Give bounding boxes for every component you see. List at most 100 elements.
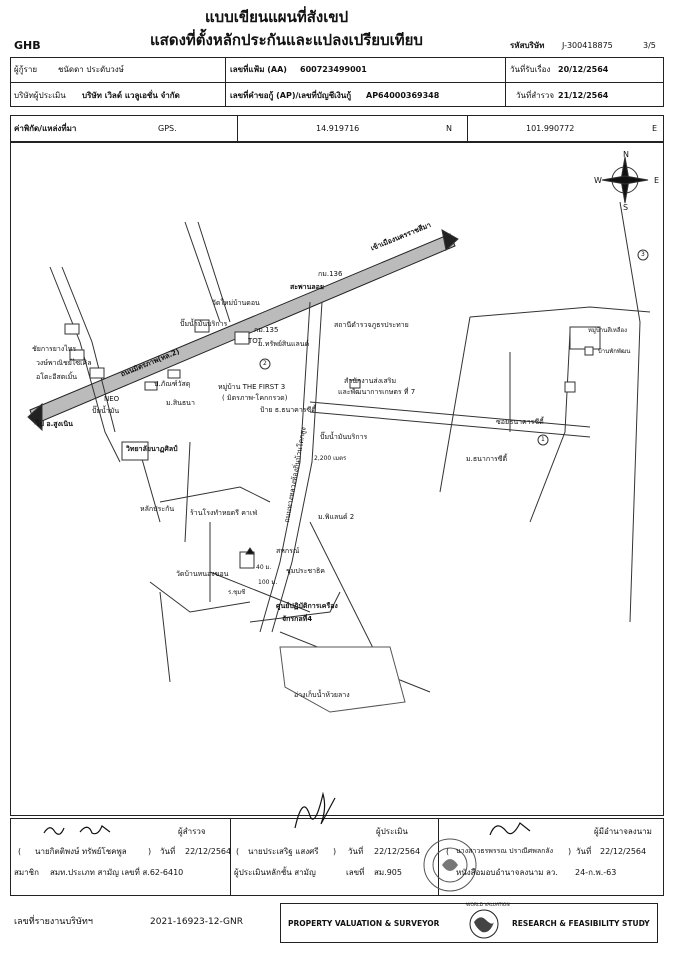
building [89, 367, 105, 379]
approver-paren-close: ) [568, 847, 572, 856]
appraiser-paren-open: ( [236, 847, 240, 856]
footer-right-text: RESEARCH & FEASIBILITY STUDY [512, 919, 650, 928]
approver-label: ผู้มีอำนาจลงนาม [594, 827, 652, 836]
company-code-value: J-300418875 [562, 41, 613, 50]
surveyor-date: 22/12/2564 [185, 847, 232, 856]
label-pkp: ป.ภัณฑ์วัสดุ [154, 380, 191, 388]
label-soi: ซอยธนาคารซีตี้ [496, 418, 544, 426]
company-value: บริษัท เวิลด์ แวลูเอชั่น จำกัด [82, 91, 180, 100]
label-coop: สหกรณ์ [276, 547, 300, 555]
surveyor-paren-open: ( [18, 847, 22, 856]
approver-date: 22/12/2564 [600, 847, 647, 856]
coords-box [10, 115, 664, 142]
label-gas1: ปั๊มน้ำมันบริการ [180, 320, 228, 328]
label-d40: 40 ม. [256, 564, 272, 571]
building [64, 323, 80, 335]
compass-n: N [623, 150, 629, 159]
building [349, 379, 361, 389]
approver-auth-date: 24-ก.พ.-63 [575, 868, 617, 877]
highway-arrow-left [27, 402, 43, 432]
file-value: 600723499001 [300, 65, 367, 74]
report-label: เลขที่รายงานบริษัทฯ [14, 917, 93, 927]
compass-w: W [594, 176, 602, 185]
building [144, 381, 158, 391]
logo-text: WORLD VALUATION [466, 903, 510, 908]
appraiser-date-label: วันที่ [348, 847, 364, 856]
title-line-2: แสดงที่ตั้งหลักประกันและแปลงเปรียบเทียบ [150, 31, 423, 49]
surveyor-paren-close: ) [148, 847, 152, 856]
road-number-1 [537, 434, 549, 446]
building [194, 319, 210, 333]
map-frame [10, 142, 664, 816]
longitude-value: 101.990772 [526, 124, 575, 133]
label-vill-first2: ( มิตรภาพ-โคกกรวด) [222, 394, 288, 402]
request-label: เลขที่คำขอกู้ (AP)/เลขที่บัญชีเงินกู้ [230, 91, 352, 100]
label-police: สถานีตำรวจภูธรประทาย [334, 321, 409, 329]
appraiser-no: สม.905 [374, 868, 402, 877]
label-m-suppan: ม.ทรัพย์สินแลนด์ [258, 340, 310, 348]
survey-value: 21/12/2564 [558, 91, 609, 100]
appraiser-member-label: ผู้ประเมินหลักชั้น สามัญ [234, 868, 316, 877]
owner-label: ผู้กู้ราย [14, 65, 38, 74]
signature-appraiser [294, 791, 336, 829]
label-bank-atm: ป้าย ธ.ธนาคารซีตี้ [260, 406, 316, 414]
label-tot: TOT [248, 337, 263, 345]
label-pump2: ปั๊มน้ำมัน [92, 407, 120, 415]
approver-date-label: วันที่ [576, 847, 592, 856]
label-office2: และพัฒนาการเกษตร ที่ 7 [338, 388, 416, 396]
received-label: วันที่รับเรื่อง [510, 65, 551, 74]
building [234, 331, 250, 345]
label-wat-nong: วัดบ้านหนองขอน [176, 570, 229, 578]
label-d100: 100 ม. [258, 579, 278, 586]
road-number-3 [637, 249, 649, 261]
label-auto: อโตะอีสตเมิ้น [36, 373, 78, 381]
surveyor-date-label: วันที่ [160, 847, 176, 856]
latitude-dir: N [446, 124, 452, 133]
label-gas3: ปั๊มน้ำมันบริการ [320, 433, 368, 441]
label-pracha: ชุ่มประชาธิค [286, 567, 325, 575]
company-stamp [423, 838, 477, 892]
building [167, 369, 181, 379]
approver-name: นางสาวธรพรรณ ปราณีศพลกลัง [456, 847, 554, 855]
collateral-marker [245, 547, 255, 555]
company-label: บริษัทผู้ประเมิน [14, 91, 66, 100]
title-line-1: แบบเขียนแผนที่สังเขป [205, 8, 349, 26]
signature-approver [489, 822, 531, 836]
label-bridge: สะพานลอย [290, 283, 324, 291]
label-vill-first: หมู่บ้าน THE FIRST 3 [218, 383, 286, 391]
coords-label: ค่าพิกัด/แหล่งที่มา [14, 124, 77, 133]
signature-surveyor [43, 825, 111, 835]
label-distance: 2,200 เมตร [314, 455, 347, 462]
appraiser-no-label: เลขที่ [346, 868, 365, 877]
label-right-vill: หมู่บ้านสีเหลือง [588, 327, 628, 334]
label-center2: จักรกลที่4 [282, 615, 313, 623]
highway-arrow-right [441, 229, 459, 251]
page-number: 3/5 [643, 41, 656, 50]
surveyor-name: นายกิตติพงษ์ ทรัพย์โชคพูล [35, 847, 127, 856]
surveyor-label: ผู้สำรวจ [178, 827, 206, 836]
label-wong: วงษ์พาณิชย์ไซเคิล [36, 359, 92, 367]
label-shop: ร้านโรงทำหยดรี คาเฟ่ [190, 509, 258, 517]
label-neo: NEO [104, 395, 120, 403]
signature-box [10, 818, 664, 896]
compass-s: S [623, 203, 629, 212]
road-number-1-text: 1 [541, 436, 545, 443]
label-m-philand: ม.พิแลนด์ 2 [318, 513, 355, 521]
owner-value: ชนัดดา ประดับวงษ์ [58, 65, 124, 74]
label-m-tanakan: ม.ธนาการซีตี้ [466, 455, 508, 463]
building [69, 349, 85, 361]
coords-source: GPS. [158, 124, 177, 133]
compass-e: E [654, 176, 660, 185]
appraiser-label: ผู้ประเมิน [376, 827, 408, 836]
road-number-2-text: 2 [263, 360, 267, 367]
footer-banner [280, 903, 658, 943]
appraiser-date: 22/12/2564 [374, 847, 421, 856]
label-km136: กม.136 [318, 270, 343, 278]
report-number: 2021-16923-12-GNR [150, 917, 244, 927]
label-right-lab: บ้านพักพัฒน [598, 348, 631, 355]
footer-left-text: PROPERTY VALUATION & SURVEYOR [288, 919, 440, 928]
label-cond: ร.ชุมชี [228, 589, 246, 596]
sketch-map [27, 156, 651, 713]
label-collateral: หลักประกัน [140, 505, 175, 513]
latitude-value: 14.919716 [316, 124, 360, 133]
